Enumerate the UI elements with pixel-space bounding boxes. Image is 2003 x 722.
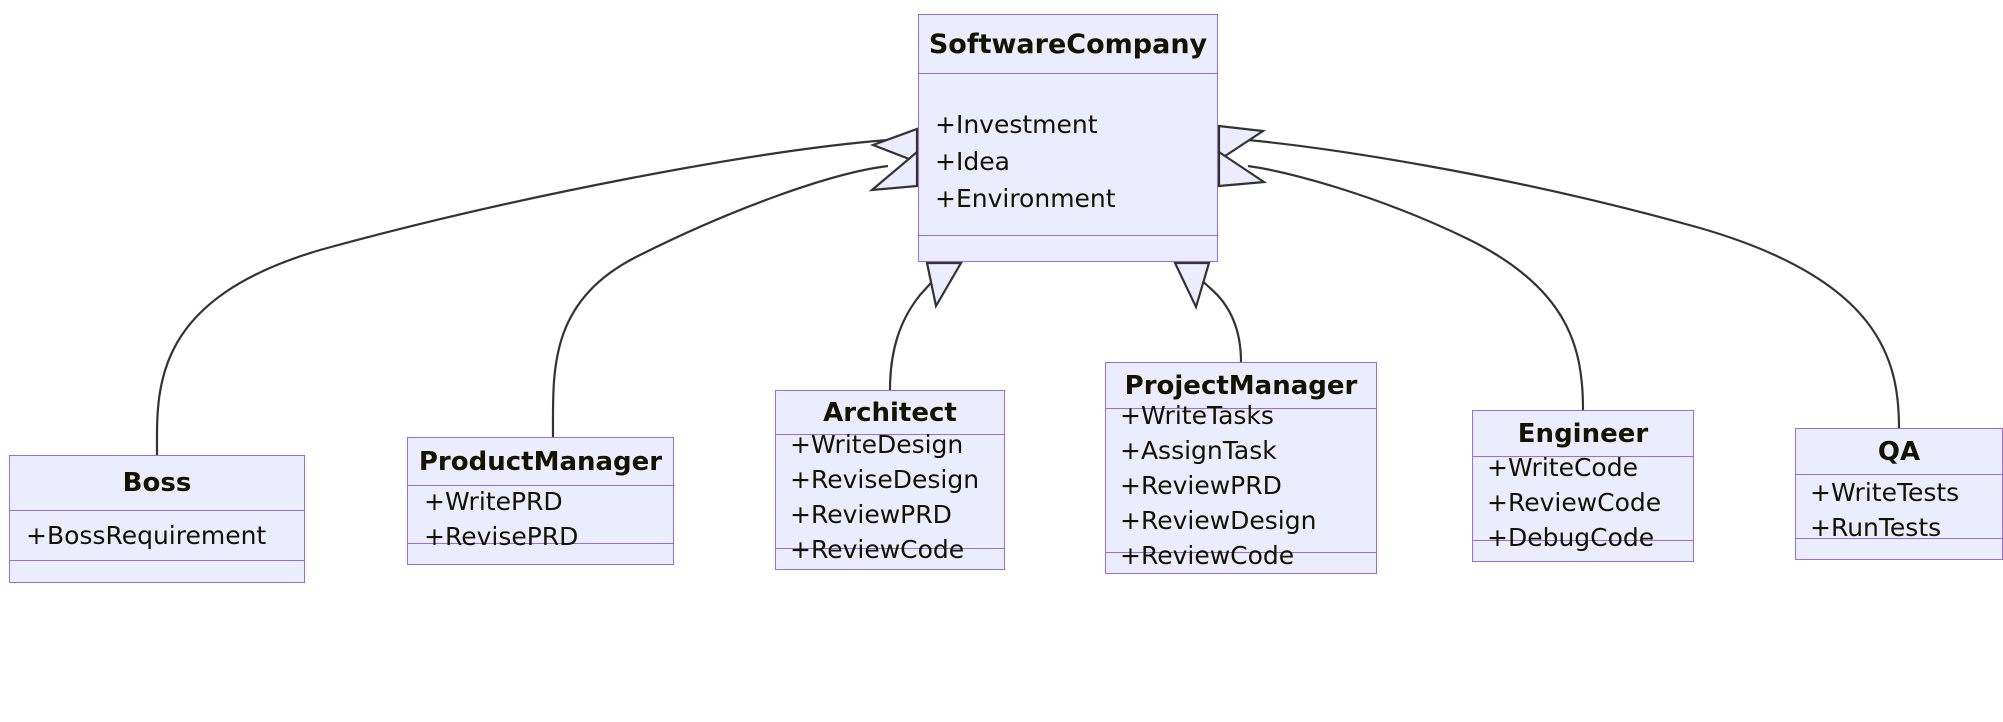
class-methods-softwarecompany (919, 236, 1217, 259)
class-node-boss[interactable]: Boss +BossRequirement (9, 455, 305, 583)
class-attribute: +ReviseDesign (790, 464, 980, 494)
class-attribute: +WriteCode (1487, 453, 1638, 482)
class-attribute: +WriteDesign (790, 429, 964, 459)
class-attributes-productmanager: +WritePRD +RevisePRD (408, 486, 673, 549)
class-methods-boss (10, 561, 304, 582)
class-attribute: +RevisePRD (424, 521, 579, 551)
class-attribute: +DebugCode (1487, 523, 1655, 552)
class-node-architect[interactable]: Architect +WriteDesign +ReviseDesign +Re… (775, 390, 1005, 570)
class-title-productmanager: ProductManager (408, 438, 673, 486)
edge-architect-to-softwarecompany (888, 265, 945, 391)
arrowhead-inheritance-architect (925, 261, 963, 310)
class-attribute: +WriteTasks (1120, 401, 1274, 430)
class-attribute: +Environment (935, 184, 1116, 213)
edge-projectmanager-to-softwarecompany (1187, 265, 1243, 363)
class-title-boss: Boss (10, 456, 304, 511)
class-attributes-softwarecompany: +Investment +Idea +Environment (919, 74, 1217, 236)
class-node-qa[interactable]: QA +WriteTests +RunTests (1795, 428, 2003, 560)
class-title-engineer: Engineer (1473, 411, 1693, 457)
class-attribute: +WritePRD (424, 486, 563, 516)
class-methods-qa (1796, 539, 2002, 561)
class-attribute: +ReviewPRD (790, 499, 952, 529)
class-attribute: +ReviewPRD (1120, 471, 1282, 500)
class-attribute: +BossRequirement (26, 521, 267, 550)
class-node-engineer[interactable]: Engineer +WriteCode +ReviewCode +DebugCo… (1472, 410, 1694, 562)
class-title-softwarecompany: SoftwareCompany (919, 15, 1217, 74)
class-attribute: +ReviewCode (1487, 488, 1662, 517)
arrowhead-inheritance-engineer (1217, 149, 1268, 188)
class-attribute: +ReviewCode (1120, 541, 1295, 570)
class-attribute: +ReviewDesign (1120, 506, 1317, 535)
class-attributes-qa: +WriteTests +RunTests (1796, 475, 2002, 542)
class-node-productmanager[interactable]: ProductManager +WritePRD +RevisePRD (407, 437, 674, 565)
class-attribute: +AssignTask (1120, 436, 1277, 465)
class-attribute: +Idea (935, 147, 1010, 176)
class-attribute: +Investment (935, 110, 1098, 139)
class-attributes-projectmanager: +WriteTasks +AssignTask +ReviewPRD +Revi… (1106, 403, 1376, 568)
class-title-projectmanager: ProjectManager (1106, 363, 1376, 409)
class-title-qa: QA (1796, 429, 2002, 475)
class-attributes-engineer: +WriteCode +ReviewCode +DebugCode (1473, 453, 1693, 550)
class-attributes-architect: +WriteDesign +ReviseDesign +ReviewPRD +R… (776, 429, 1004, 562)
class-attributes-boss: +BossRequirement (10, 511, 304, 561)
arrowhead-inheritance-productmanager (868, 149, 919, 192)
arrowhead-inheritance-boss (869, 127, 919, 164)
class-attribute: +RunTests (1810, 512, 1942, 542)
class-node-projectmanager[interactable]: ProjectManager +WriteTasks +AssignTask +… (1105, 362, 1377, 574)
class-title-architect: Architect (776, 391, 1004, 435)
class-node-softwarecompany[interactable]: SoftwareCompany +Investment +Idea +Envir… (918, 14, 1218, 262)
arrowhead-inheritance-projectmanager (1173, 261, 1211, 311)
class-attribute: +ReviewCode (790, 534, 965, 564)
class-attribute: +WriteTests (1810, 477, 1960, 507)
arrowhead-inheritance-qa (1217, 124, 1267, 163)
